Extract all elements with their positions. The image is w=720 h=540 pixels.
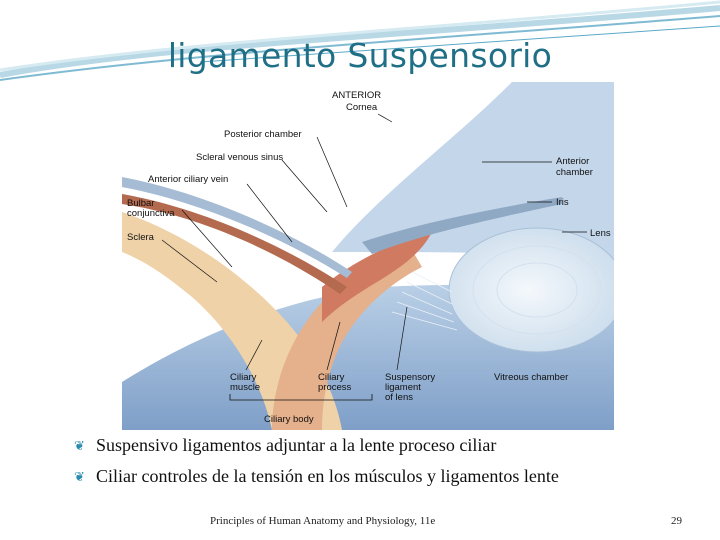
label-cornea: Cornea	[346, 102, 378, 113]
anterior-chamber-region	[332, 82, 614, 262]
page-number: 29	[671, 515, 682, 527]
label-ciliary-process-1: Ciliary	[318, 372, 345, 383]
label-ciliary-process-2: process	[318, 382, 352, 393]
label-suspensory-1: Suspensory	[385, 372, 435, 383]
label-iris: Iris	[556, 197, 569, 208]
label-bulbar: Bulbar	[127, 198, 154, 209]
ciliary-body-shape	[272, 250, 422, 430]
bullet-marker-icon: ❦	[74, 469, 85, 484]
label-anterior-chamber-2: chamber	[556, 167, 593, 178]
ciliary-vein-layer	[122, 194, 347, 294]
bullet-list: ❦ Suspensivo ligamentos adjuntar a la le…	[72, 430, 712, 492]
bullet-item: ❦ Suspensivo ligamentos adjuntar a la le…	[72, 430, 712, 461]
bullet-text: Ciliar controles de la tensión en los mú…	[96, 466, 559, 486]
lens-shape	[448, 227, 614, 353]
bullet-item: ❦ Ciliar controles de la tensión en los …	[72, 461, 712, 492]
label-conjunctiva: conjunctiva	[127, 208, 175, 219]
leader-lines	[161, 113, 587, 371]
label-posterior-chamber: Posterior chamber	[224, 129, 302, 140]
label-anterior-chamber-1: Anterior	[556, 156, 589, 167]
label-scleral-venous-sinus: Scleral venous sinus	[196, 152, 283, 163]
bullet-marker-icon: ❦	[74, 438, 85, 453]
label-suspensory-2: ligament	[385, 382, 421, 393]
label-suspensory-3: of lens	[385, 392, 413, 403]
suspensory-ligament-fibers	[391, 271, 458, 331]
ciliary-process-shape	[322, 232, 432, 322]
eye-anatomy-diagram: ANTERIOR Cornea Posterior chamber Sclera…	[122, 82, 614, 430]
label-vitreous-chamber: Vitreous chamber	[494, 372, 568, 383]
label-ciliary-muscle-1: Ciliary	[230, 372, 257, 383]
label-ciliary-body: Ciliary body	[264, 414, 314, 425]
footer-text: Principles of Human Anatomy and Physiolo…	[210, 515, 436, 527]
label-sclera: Sclera	[127, 232, 155, 243]
header-swoosh-decoration	[0, 0, 720, 81]
conjunctiva-layer	[122, 177, 352, 278]
label-anterior-ciliary-vein: Anterior ciliary vein	[148, 174, 228, 185]
iris-shape	[362, 197, 562, 254]
label-ciliary-muscle-2: muscle	[230, 382, 260, 393]
slide-title: ligamento Suspensorio	[167, 36, 553, 75]
label-lens: Lens	[590, 228, 611, 239]
bullet-text: Suspensivo ligamentos adjuntar a la lent…	[96, 435, 497, 455]
ciliary-body-bracket	[229, 394, 373, 401]
label-anterior: ANTERIOR	[332, 90, 381, 101]
